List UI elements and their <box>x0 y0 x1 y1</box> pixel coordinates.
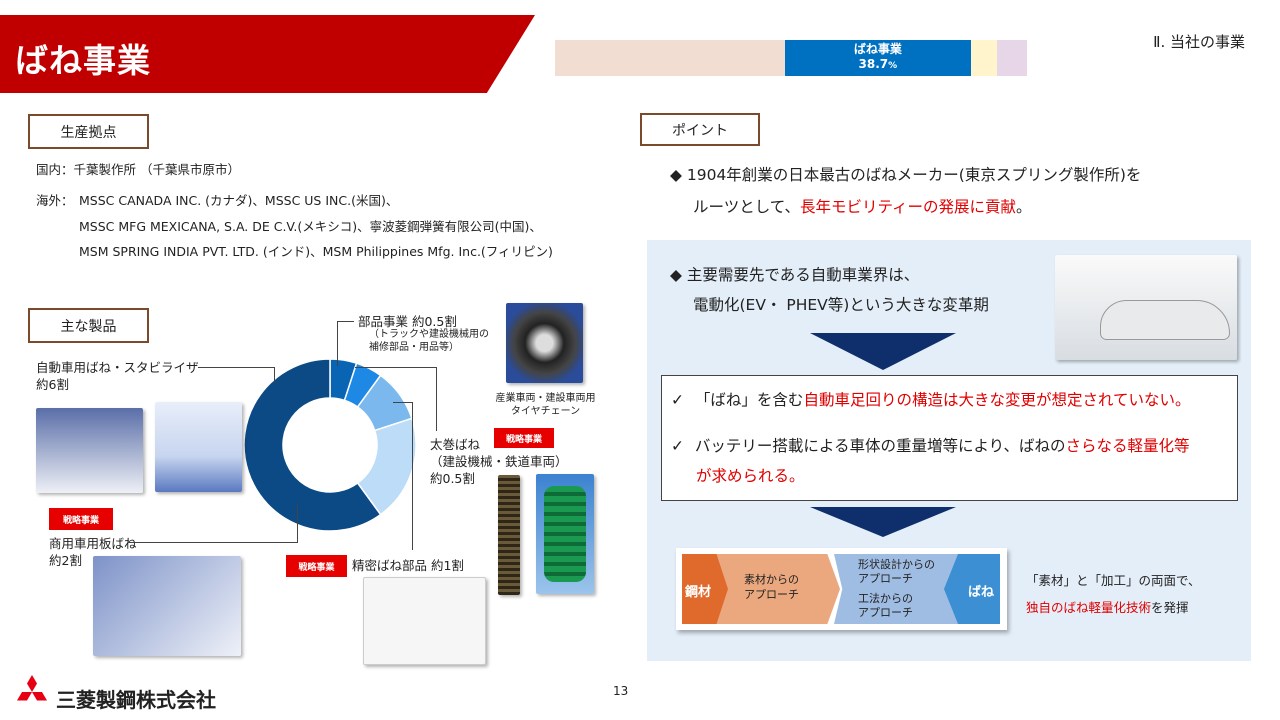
leader-line <box>393 402 413 550</box>
shape-text: 形状設計からのアプローチ <box>858 558 935 585</box>
page-number: 13 <box>613 684 629 698</box>
leaf-spring-photo <box>93 556 241 656</box>
strategic-badge: 戦略事業 <box>49 508 113 530</box>
precision-parts-photo <box>363 577 486 665</box>
share-value: 38.7 <box>858 57 889 71</box>
products-label: 主な製品 <box>28 308 149 343</box>
leader-line <box>337 321 354 366</box>
domestic-line: 国内：千葉製作所 （千葉県市原市） <box>36 162 240 177</box>
stabilizer-photo <box>155 402 242 492</box>
point-bullet-2-cont: 電動化(EV・ PHEV等)という大きな変革期 <box>693 296 989 314</box>
donut-chart <box>243 358 417 532</box>
strategic-badge: 戦略事業 <box>286 555 347 577</box>
title-banner <box>0 15 535 93</box>
leaf-label: 商用車用板ばね約2割 <box>49 536 137 568</box>
share-unit: % <box>888 61 898 71</box>
steel-text: 鋼材 <box>685 585 712 600</box>
precision-label: 精密ばね部品 約1割 <box>352 558 464 573</box>
overseas-line: MSSC MFG MEXICANA, S.A. DE C.V.(メキシコ)、寧波… <box>79 219 542 234</box>
point-bullet-1-cont: ルーツとして、長年モビリティーの発展に貢献。 <box>693 198 1032 216</box>
donut-slice-4 <box>243 358 382 532</box>
company-name: 三菱製鋼株式会社 <box>56 688 216 712</box>
impact-box <box>661 375 1238 501</box>
heavy-coil-photo <box>498 475 520 595</box>
ev-car-photo <box>1055 255 1237 360</box>
share-bar: ばね事業 38.7% <box>555 40 1027 76</box>
check-item-2: ✓ バッテリー搭載による車体の重量増等により、ばねのさらなる軽量化等 <box>671 437 1190 455</box>
coil-label: 太巻ばね（建設機械・鉄道車両）約0.5割 <box>430 437 568 486</box>
overseas-line: MSSC CANADA INC. (カナダ)、MSSC US INC.(米国)、 <box>79 193 399 208</box>
parts-label: 部品事業 約0.5割 <box>358 314 457 329</box>
summary-line-2: 独自のばね軽量化技術を発揮 <box>1026 600 1189 615</box>
green-coil-photo <box>536 474 594 594</box>
page-title: ばね事業 <box>15 41 151 80</box>
check-item-1: ✓ 「ばね」を含む自動車足回りの構造は大きな変更が想定されていない。 <box>671 391 1191 409</box>
tire-chain-photo <box>506 303 583 383</box>
approach-diagram: 鋼材 素材からのアプローチ 形状設計からのアプローチ 工法からのアプローチ ばね <box>676 548 1007 630</box>
point-bullet-1: ◆ 1904年創業の日本最古のばねメーカー(東京スプリング製作所)を <box>670 166 1142 184</box>
auto-label: 自動車用ばね・スタビライザ約6割 <box>36 360 199 392</box>
leader-line <box>128 505 298 543</box>
section-label: Ⅱ. 当社の事業 <box>1153 33 1245 51</box>
steel-block <box>682 554 728 624</box>
method-text: 工法からのアプローチ <box>858 592 913 619</box>
check-item-2-cont: が求められる。 <box>696 467 805 485</box>
point-label: ポイント <box>640 113 760 146</box>
mitsubishi-logo-icon <box>17 675 47 701</box>
share-seg-other <box>996 40 1027 76</box>
chain-label: 産業車両・建設車両用タイヤチェーン <box>495 393 596 417</box>
point-bullet-2: ◆ 主要需要先である自動車業界は、 <box>670 266 920 284</box>
overseas-label: 海外： <box>36 193 74 208</box>
coil-spring-photo <box>36 408 143 493</box>
share-label: ばね事業 <box>853 42 902 56</box>
spring-text: ばね <box>968 585 995 600</box>
overseas-line: MSM SPRING INDIA PVT. LTD. (インド)、MSM Phi… <box>79 244 553 259</box>
leader-line <box>198 367 275 383</box>
leader-line <box>355 367 437 431</box>
share-seg-spring: ばね事業 38.7% <box>784 40 971 76</box>
share-seg-other <box>555 40 785 76</box>
summary-line-1: 「素材」と「加工」の両面で、 <box>1026 573 1201 588</box>
material-text: 素材からのアプローチ <box>744 573 799 601</box>
production-label: 生産拠点 <box>28 114 149 149</box>
parts-note: （トラックや建設機械用の補修部品・用品等） <box>369 329 489 353</box>
share-seg-other <box>970 40 997 76</box>
strategic-badge: 戦略事業 <box>494 428 554 448</box>
